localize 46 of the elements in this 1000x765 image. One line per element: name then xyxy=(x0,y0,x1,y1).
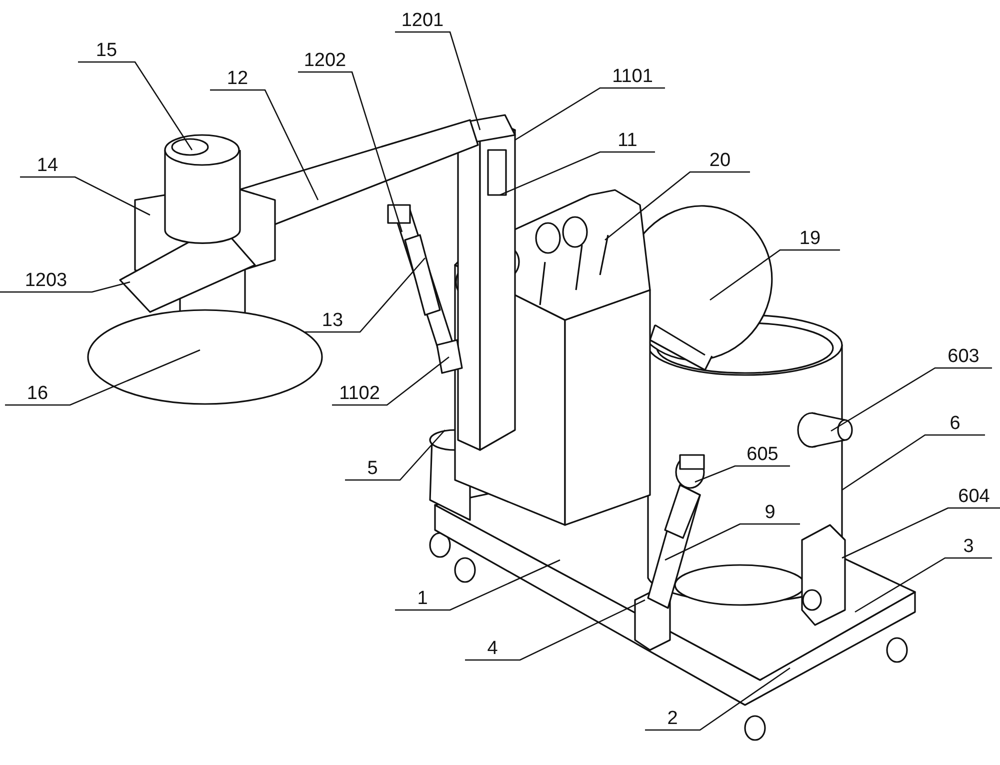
leader-line xyxy=(842,507,1000,559)
callout-number: 1102 xyxy=(332,384,387,404)
callout-number: 1201 xyxy=(395,11,450,31)
callout-number: 9 xyxy=(740,503,800,523)
leader-line xyxy=(842,434,985,491)
callout-number: 3 xyxy=(945,537,992,557)
leader-line xyxy=(345,430,446,481)
leader-line xyxy=(305,258,426,333)
leader-line xyxy=(694,465,790,483)
leader-line xyxy=(20,176,150,216)
callout-number: 12 xyxy=(210,69,265,89)
leader-line xyxy=(78,61,193,150)
leader-line xyxy=(604,171,750,240)
callout-number: 20 xyxy=(690,151,750,171)
leader-line xyxy=(395,559,560,611)
callout-number: 605 xyxy=(735,445,790,465)
callout-number: 13 xyxy=(305,311,360,331)
leader-line xyxy=(332,356,450,406)
leader-line xyxy=(854,557,992,613)
leader-line xyxy=(0,281,130,293)
callout-number: 2 xyxy=(645,709,700,729)
leader-line xyxy=(500,151,655,196)
leader-line xyxy=(830,367,992,432)
callout-number: 604 xyxy=(948,487,1000,507)
leader-line xyxy=(298,71,403,232)
callout-number: 1 xyxy=(395,589,450,609)
callout-number: 19 xyxy=(780,229,840,249)
leader-line xyxy=(664,523,800,561)
callout-number: 16 xyxy=(5,384,70,404)
callout-number: 11 xyxy=(600,131,655,151)
callout-number: 5 xyxy=(345,459,400,479)
callout-number: 15 xyxy=(78,41,135,61)
leader-line xyxy=(465,599,646,661)
leader-line xyxy=(645,667,790,731)
callout-number: 4 xyxy=(465,639,520,659)
callout-number: 1101 xyxy=(600,67,665,87)
leader-line xyxy=(395,31,481,130)
callout-number: 1203 xyxy=(0,271,92,291)
leader-line xyxy=(710,249,840,301)
callout-number: 1202 xyxy=(298,51,352,71)
leader-line xyxy=(5,349,200,406)
leader-line xyxy=(514,87,665,141)
callout-number: 14 xyxy=(20,156,75,176)
callout-number: 6 xyxy=(925,414,985,434)
callout-number: 603 xyxy=(935,347,992,367)
leader-line xyxy=(210,89,319,200)
